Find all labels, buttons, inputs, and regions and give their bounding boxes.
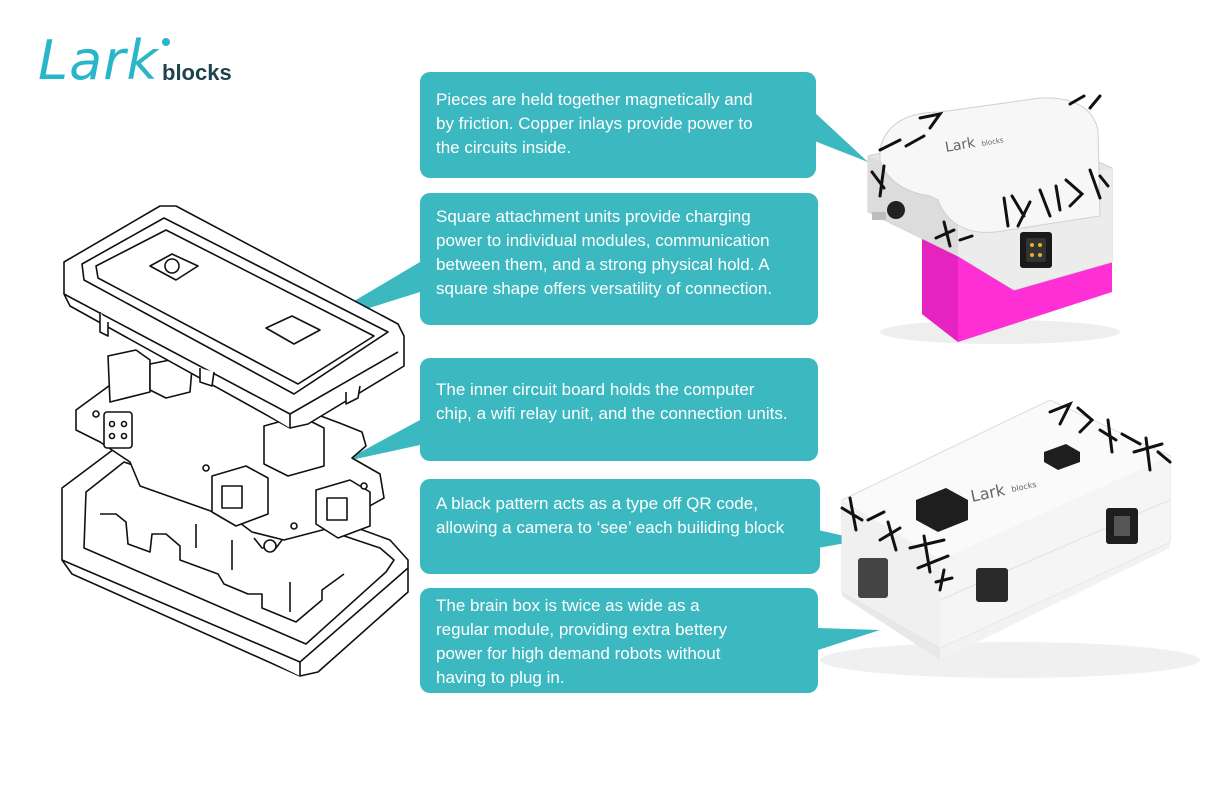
logo-lark-text: Lark bbox=[38, 29, 159, 92]
module-black-pattern bbox=[870, 94, 1110, 248]
callout-magnetic-hold: Pieces are held together magnetically an… bbox=[420, 72, 816, 178]
single-module-render: Lark blocks bbox=[867, 94, 1120, 344]
svg-text:blocks: blocks bbox=[981, 136, 1005, 148]
lark-blocks-logo: Lark blocks bbox=[38, 30, 268, 100]
brain-top-port-2 bbox=[1044, 444, 1080, 470]
logo-blocks-text: blocks bbox=[162, 60, 232, 85]
bottom-tray bbox=[61, 445, 409, 677]
callout-brain-box: The brain box is twice as wide as a regu… bbox=[420, 588, 818, 693]
callout-circuit-board: The inner circuit board holds the comput… bbox=[420, 358, 818, 461]
pointer-4 bbox=[818, 530, 862, 548]
circuit-board bbox=[75, 349, 385, 553]
callout-qr-pattern: A black pattern acts as a type off QR co… bbox=[420, 479, 820, 574]
exploded-view bbox=[61, 205, 409, 677]
module-brand-mark: Lark bbox=[944, 135, 977, 156]
brain-top-port-1 bbox=[916, 488, 968, 532]
logo-dot bbox=[162, 38, 170, 46]
pointer-1 bbox=[812, 110, 868, 162]
brain-side-port bbox=[858, 558, 888, 598]
brain-black-pattern bbox=[840, 401, 1172, 592]
callout-attachment-units: Square attachment units provide charging… bbox=[420, 193, 818, 325]
brain-front-port-1 bbox=[976, 568, 1008, 602]
pointer-5 bbox=[818, 628, 880, 650]
top-lid bbox=[63, 205, 405, 429]
pointer-3 bbox=[342, 420, 420, 462]
brain-box-render: Lark blocks bbox=[820, 399, 1200, 678]
